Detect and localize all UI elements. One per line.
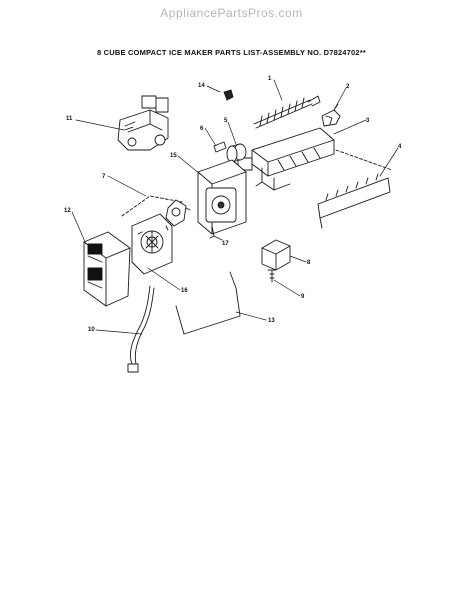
part-mounting-bracket [261,239,291,271]
callout-2: 2 [346,84,350,90]
callout-4: 4 [398,144,402,150]
callout-1: 1 [268,76,272,82]
watermark-text: AppliancePartsPros.com [160,6,303,20]
part-bracket [321,103,341,127]
callout-6: 6 [200,126,204,132]
callout-11: 11 [66,116,73,122]
callout-5: 5 [224,118,228,124]
part-motor-gear-plate [131,213,173,275]
callout-10: 10 [88,327,95,333]
part-clip [223,89,234,101]
callout-3: 3 [366,118,370,124]
part-wire-harness [127,285,155,373]
callout-17: 17 [222,241,229,247]
callout-labels: 1 2 3 4 5 6 7 8 9 10 11 12 13 14 15 16 1… [64,76,402,333]
leader-lines [71,79,399,335]
part-screw [267,269,277,283]
part-ejector-blades [253,95,321,129]
part-water-valve [117,95,169,151]
part-pin [213,141,227,153]
part-thermostat [226,143,247,163]
diagram-title: 8 CUBE COMPACT ICE MAKER PARTS LIST-ASSE… [96,48,367,57]
callout-15: 15 [170,153,177,159]
part-front-cover [83,231,131,307]
callout-14: 14 [198,83,205,89]
callout-7: 7 [102,174,106,180]
callout-12: 12 [64,208,71,214]
part-ice-mold [237,127,335,191]
callout-13: 13 [268,318,275,324]
part-fill-tube [175,271,241,335]
part-ice-stripper [317,149,393,229]
part-housing [197,159,247,235]
callout-9: 9 [301,294,305,300]
callout-8: 8 [307,260,311,266]
callout-16: 16 [181,288,188,294]
